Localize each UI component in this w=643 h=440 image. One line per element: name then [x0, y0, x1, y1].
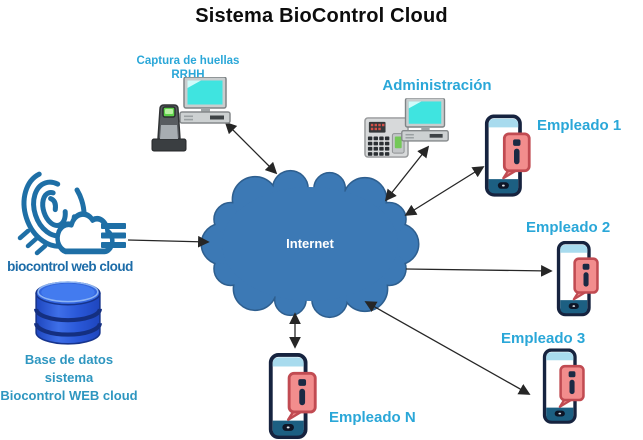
- biocontrol-logo: [17, 169, 126, 256]
- database-label: Base de datos sistema Biocontrol WEB clo…: [0, 351, 138, 405]
- database-label-line2: Biocontrol WEB cloud: [0, 388, 138, 403]
- connection-arrows: [127, 121, 553, 395]
- arrow-logo-internet: [127, 235, 210, 248]
- database-label-line1: Base de datos sistema: [24, 352, 114, 385]
- internet-label: Internet: [286, 236, 334, 251]
- empleado1-label: Empleado 1: [537, 117, 622, 134]
- arrow-empleado1-internet: [404, 166, 485, 216]
- desktop-computer-icon: [399, 98, 451, 143]
- arrow-captura-internet: [224, 121, 278, 175]
- diagram-title: Sistema BioControl Cloud: [195, 5, 448, 27]
- captura-label-line1: Captura de huellas: [136, 55, 240, 67]
- empleadoN-label: Empleado N: [329, 409, 416, 426]
- empleado3-label: Empleado 3: [501, 330, 586, 347]
- empleado2-label: Empleado 2: [526, 219, 611, 236]
- smartphone-info-icon: [542, 345, 586, 428]
- internet-cloud: [200, 169, 420, 319]
- administracion-label: Administración: [382, 77, 492, 94]
- fingerprint-scanner-icon: [151, 104, 187, 152]
- smartphone-info-icon: [484, 112, 532, 200]
- smartphone-info-icon: [556, 238, 600, 320]
- arrow-internet-empleado2: [405, 265, 553, 277]
- smartphone-info-icon: [267, 353, 319, 440]
- biocontrol-logo-text: biocontrol web cloud: [7, 259, 133, 274]
- database-cylinder-icon: [34, 281, 102, 345]
- arrow-empleado3-internet: [364, 301, 531, 395]
